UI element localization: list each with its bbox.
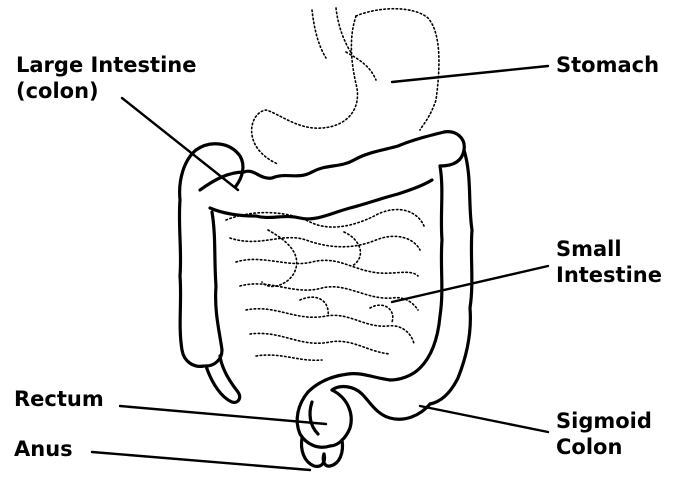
label-small-intestine: Small Intestine [556,236,662,288]
label-anus: Anus [14,436,73,462]
leader-line-stomach [392,66,548,82]
label-sigmoid-colon-line2: Colon [556,434,652,460]
label-large-intestine-line1: Large Intestine [16,52,196,78]
leader-lines [92,66,548,470]
label-rectum: Rectum [14,386,104,412]
leader-line-anus [92,452,310,470]
small-intestine-shape [226,210,424,361]
label-small-intestine-line1: Small [556,236,662,262]
label-large-intestine: Large Intestine (colon) [16,52,196,104]
label-stomach: Stomach [556,52,659,78]
leader-line-sigmoid-colon [420,406,548,432]
label-sigmoid-colon-line1: Sigmoid [556,408,652,434]
label-large-intestine-line2: (colon) [16,78,196,104]
label-sigmoid-colon: Sigmoid Colon [556,408,652,460]
label-small-intestine-line2: Intestine [556,262,662,288]
leader-line-rectum [120,406,326,424]
